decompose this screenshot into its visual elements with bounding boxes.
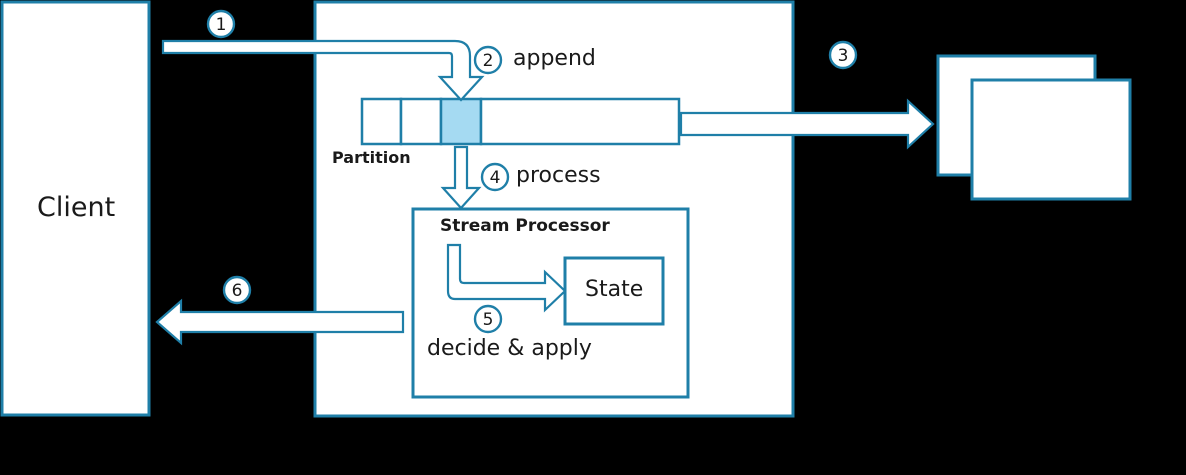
step3-publish-arrow	[679, 98, 935, 150]
step-badge-5-number: 5	[483, 310, 494, 330]
step5-label: decide & apply	[427, 336, 592, 361]
step-badge-4-number: 4	[490, 168, 501, 188]
step-badge-3[interactable]: 3	[828, 40, 858, 70]
partition-cell-2-highlighted[interactable]	[439, 97, 483, 146]
client-label: Client	[37, 192, 116, 223]
step2-label: append	[513, 46, 596, 71]
partition-cell-1[interactable]	[399, 97, 443, 146]
partition-label: Partition	[332, 148, 411, 167]
step-badge-2-number: 2	[483, 51, 494, 71]
step4-label: process	[516, 163, 601, 188]
client-box[interactable]	[0, 0, 151, 417]
step6-response-arrow	[155, 298, 405, 346]
step1-append-arrow	[161, 39, 485, 102]
step5-decide-apply-arrow	[446, 243, 567, 313]
step4-process-arrow	[440, 145, 482, 210]
partition-cell-0[interactable]	[360, 97, 403, 146]
step-badge-6[interactable]: 6	[222, 275, 252, 305]
stream-processor-label: Stream Processor	[440, 216, 610, 236]
step-badge-6-number: 6	[232, 281, 243, 301]
step-badge-1[interactable]: 1	[206, 9, 236, 39]
stream-processor-box[interactable]	[411, 207, 690, 399]
step-badge-3-number: 3	[838, 46, 849, 66]
step-badge-5[interactable]: 5	[473, 304, 503, 334]
consumer-box-front[interactable]	[970, 78, 1132, 201]
step-badge-4[interactable]: 4	[480, 162, 510, 192]
step-badge-1-number: 1	[216, 15, 227, 35]
state-label: State	[585, 277, 644, 302]
step-badge-2[interactable]: 2	[473, 45, 503, 75]
partition-cell-3-tail[interactable]	[479, 97, 681, 146]
